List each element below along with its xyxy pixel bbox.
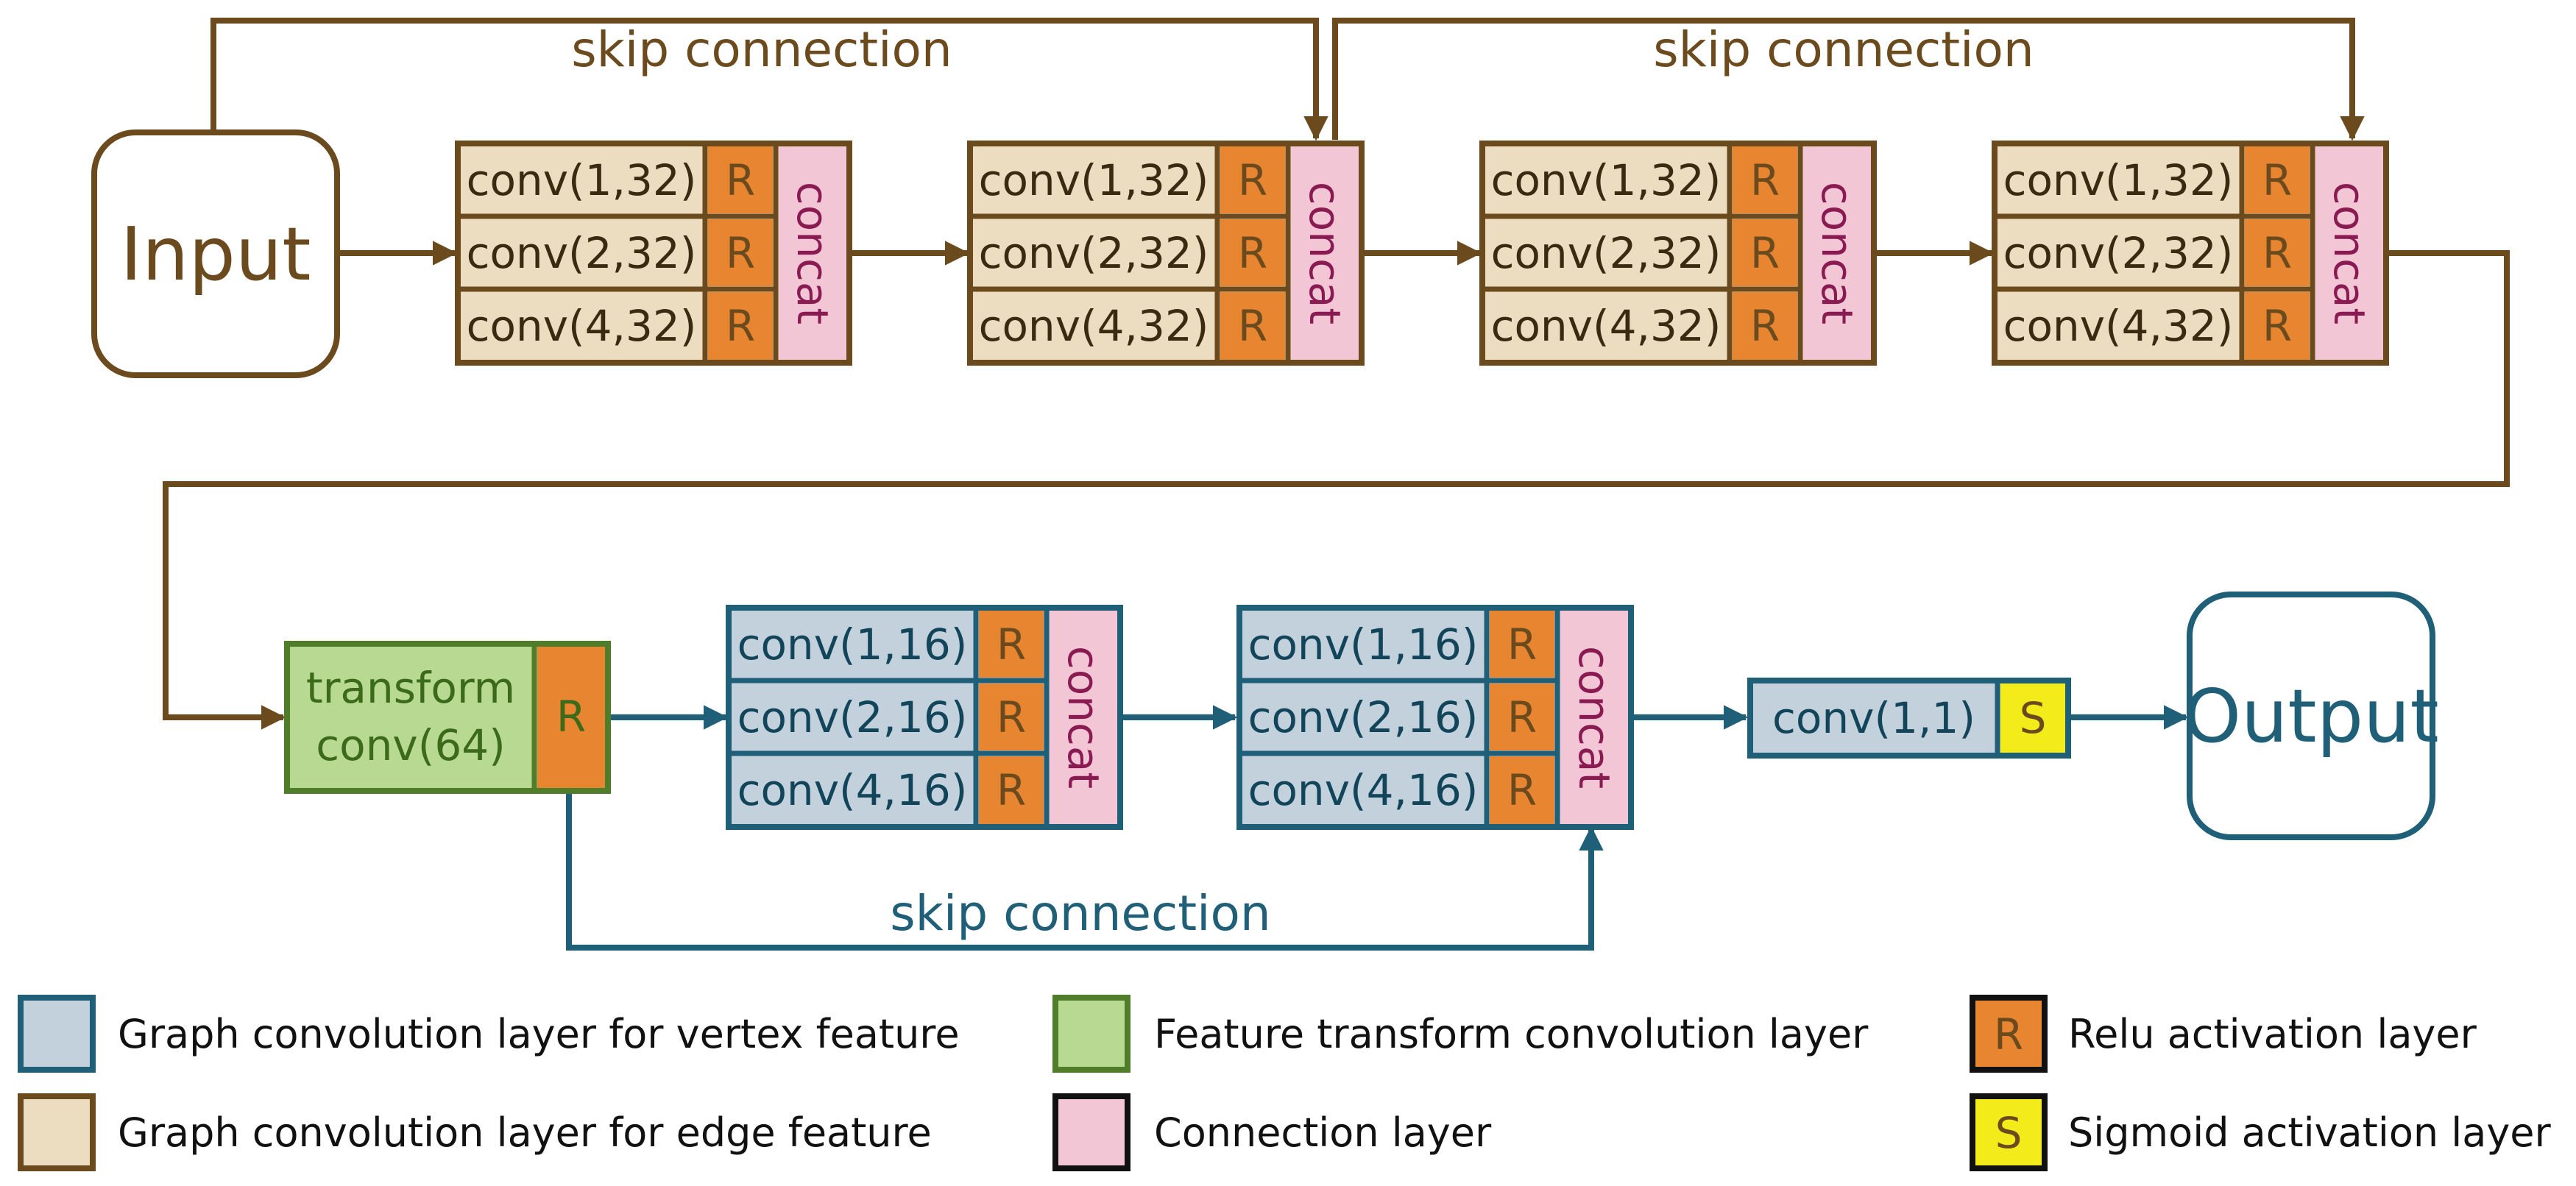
conv-layer-label: conv(1,32): [1491, 155, 1722, 205]
relu-label: R: [1507, 765, 1537, 815]
concat-label: concat: [788, 182, 838, 324]
relu-label: R: [1750, 155, 1780, 205]
legend: Graph convolution layer for vertex featu…: [18, 995, 2552, 1171]
legend-swatch-connection: [1052, 1093, 1130, 1171]
legend-label-relu: Relu activation layer: [2068, 1011, 2477, 1057]
conv-layer-label: conv(2,32): [467, 228, 697, 278]
concat-label: concat: [1812, 182, 1862, 324]
relu-label: R: [1750, 301, 1780, 351]
legend-item-sigmoid: S Sigmoid activation layer: [1970, 1093, 2552, 1171]
transform-label: transform: [306, 663, 515, 713]
conv-layer-label: conv(4,32): [2003, 301, 2234, 351]
edge-conv-block: conv(1,32) conv(2,32) conv(4,32) R R R c…: [967, 141, 1365, 366]
conv-layer-label: conv(1,32): [2003, 155, 2234, 205]
relu-label: R: [556, 692, 586, 742]
conv-layer-label: conv(4,32): [1491, 301, 1722, 351]
relu-label: R: [726, 228, 755, 278]
legend-sigmoid-symbol: S: [1995, 1108, 2023, 1158]
relu-label: R: [997, 765, 1026, 815]
final-conv-block: conv(1,1) S: [1747, 678, 2071, 759]
relu-label: R: [1507, 619, 1537, 670]
legend-label-transform: Feature transform convolution layer: [1154, 1011, 1869, 1057]
conv-layer-label: conv(4,16): [1248, 765, 1479, 815]
relu-label: R: [1750, 228, 1780, 278]
relu-label: R: [726, 155, 755, 205]
legend-item-edge: Graph convolution layer for edge feature: [18, 1093, 932, 1171]
concat-label: concat: [1300, 182, 1350, 324]
legend-label-connection: Connection layer: [1154, 1109, 1492, 1156]
skip-connection-path-1: [210, 18, 1328, 141]
legend-swatch-transform: [1052, 995, 1130, 1073]
relu-label: R: [2262, 228, 2292, 278]
vertex-conv-block: conv(1,16) conv(2,16) conv(4,16) R R R c…: [1236, 605, 1634, 830]
legend-swatch-edge: [18, 1093, 96, 1171]
legend-relu-symbol: R: [1994, 1009, 2023, 1059]
conv-layer-label: conv(1,1): [1772, 693, 1975, 743]
relu-label: R: [997, 692, 1026, 742]
input-node: Input: [91, 129, 340, 378]
relu-label: R: [726, 301, 755, 351]
legend-swatch-sigmoid: [1970, 1093, 2048, 1171]
relu-label: R: [997, 619, 1026, 670]
transform-conv-block: transform conv(64) R: [284, 641, 611, 794]
legend-label-sigmoid: Sigmoid activation layer: [2068, 1109, 2552, 1156]
conv-layer-label: conv(2,32): [2003, 228, 2234, 278]
conv-layer-label: conv(1,16): [737, 619, 968, 670]
transform-conv-label: conv(64): [316, 720, 506, 770]
sigmoid-label: S: [2020, 693, 2047, 743]
legend-label-vertex: Graph convolution layer for vertex featu…: [118, 1011, 960, 1057]
conv-layer-label: conv(4,32): [979, 301, 1209, 351]
conv-layer-label: conv(1,32): [467, 155, 697, 205]
concat-label: concat: [2324, 182, 2374, 324]
legend-label-edge: Graph convolution layer for edge feature: [118, 1109, 932, 1156]
legend-item-relu: R Relu activation layer: [1970, 995, 2477, 1073]
skip-connection-label: skip connection: [571, 21, 952, 78]
relu-label: R: [1238, 301, 1267, 351]
skip-connection-path-3: [566, 791, 1604, 951]
legend-item-transform: Feature transform convolution layer: [1052, 995, 1869, 1073]
edge-conv-block: conv(1,32) conv(2,32) conv(4,32) R R R c…: [455, 141, 852, 366]
relu-label: R: [2262, 301, 2292, 351]
edge-conv-block: conv(1,32) conv(2,32) conv(4,32) R R R c…: [1992, 141, 2389, 366]
input-label: Input: [121, 211, 311, 297]
legend-item-connection: Connection layer: [1052, 1093, 1492, 1171]
legend-swatch-vertex: [18, 995, 96, 1073]
edge-conv-block: conv(1,32) conv(2,32) conv(4,32) R R R c…: [1479, 141, 1877, 366]
conv-layer-label: conv(2,16): [1248, 692, 1479, 742]
conv-layer-label: conv(2,16): [737, 692, 968, 742]
relu-label: R: [1238, 228, 1267, 278]
conv-layer-label: conv(2,32): [1491, 228, 1722, 278]
conv-layer-label: conv(4,32): [467, 301, 697, 351]
output-label: Output: [2183, 673, 2438, 759]
output-node: Output: [2183, 592, 2439, 840]
conv-layer-label: conv(1,32): [979, 155, 1209, 205]
vertex-conv-block: conv(1,16) conv(2,16) conv(4,16) R R R c…: [726, 605, 1123, 830]
conv-layer-label: conv(1,16): [1248, 619, 1479, 670]
concat-label: concat: [1569, 646, 1619, 789]
conv-layer-label: conv(4,16): [737, 765, 968, 815]
legend-item-vertex: Graph convolution layer for vertex featu…: [18, 995, 960, 1073]
skip-connection-label: skip connection: [1653, 21, 2034, 78]
relu-label: R: [2262, 155, 2292, 205]
skip-connection-label: skip connection: [890, 885, 1270, 942]
skip-connection-path-2: [1332, 18, 2365, 141]
relu-label: R: [1507, 692, 1537, 742]
conv-layer-label: conv(2,32): [979, 228, 1209, 278]
edge-arrow-row-wrap: [163, 250, 2510, 730]
relu-label: R: [1238, 155, 1267, 205]
legend-swatch-relu: [1970, 995, 2048, 1073]
concat-label: concat: [1058, 646, 1108, 789]
